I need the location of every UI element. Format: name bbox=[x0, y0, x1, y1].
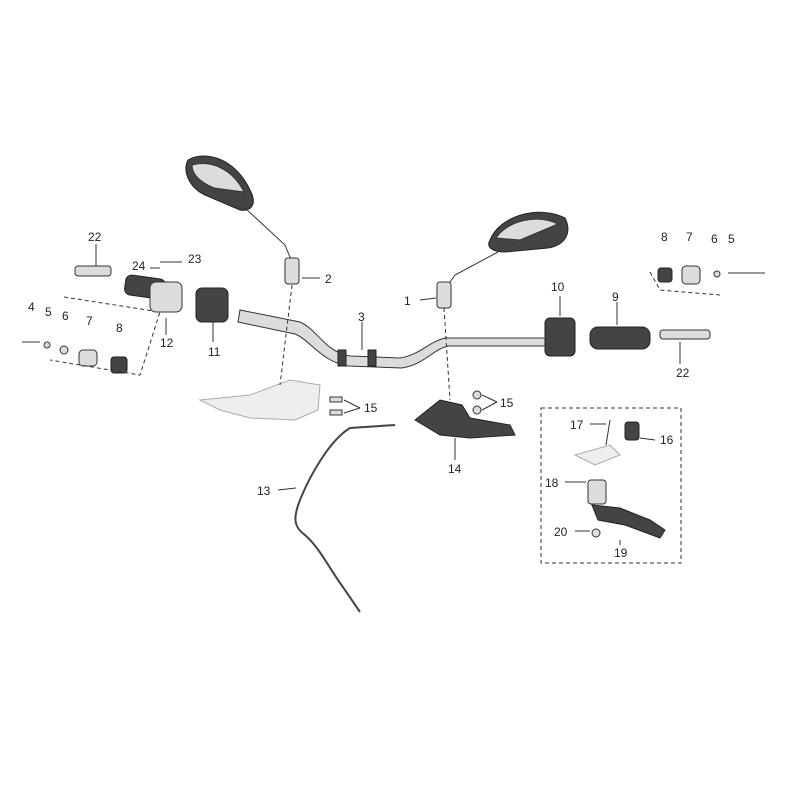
callout-6-right: 6 bbox=[711, 232, 718, 246]
callout-16: 16 bbox=[660, 433, 674, 447]
callout-5-left: 5 bbox=[45, 305, 52, 319]
callout-3: 3 bbox=[358, 310, 365, 324]
callout-17: 17 bbox=[570, 418, 584, 432]
clutch-cable-13 bbox=[294, 424, 396, 613]
callout-20: 20 bbox=[554, 525, 568, 539]
mirror-post-1 bbox=[436, 281, 452, 309]
callout-5-right: 5 bbox=[728, 232, 735, 246]
callout-8-left: 8 bbox=[116, 321, 123, 335]
lever-19 bbox=[591, 504, 666, 539]
bar-end-weight-22r bbox=[659, 329, 711, 340]
right-bar-end-parts bbox=[657, 265, 765, 285]
right-mirror bbox=[436, 211, 569, 309]
bar-end-weight-22 bbox=[74, 265, 112, 277]
callout-7-left: 7 bbox=[86, 314, 93, 328]
handlebar-3 bbox=[237, 309, 561, 369]
callout-22-left: 22 bbox=[88, 230, 102, 244]
callout-14: 14 bbox=[448, 462, 462, 476]
left-switch-housing-11 bbox=[195, 287, 229, 323]
callout-10: 10 bbox=[551, 280, 565, 294]
callout-23: 23 bbox=[188, 252, 202, 266]
callout-18: 18 bbox=[545, 476, 559, 490]
leader-lines bbox=[95, 244, 681, 545]
left-bar-end-parts bbox=[22, 341, 128, 374]
clutch-lever-ghost bbox=[198, 379, 321, 421]
callout-1: 1 bbox=[404, 294, 411, 308]
throttle-grip-12 bbox=[74, 265, 183, 313]
callout-2: 2 bbox=[325, 272, 332, 286]
brake-lever-14 bbox=[414, 399, 516, 439]
callout-7-right: 7 bbox=[686, 230, 693, 244]
callout-22-right: 22 bbox=[676, 366, 690, 380]
mirror-post-2 bbox=[284, 257, 300, 285]
callout-11: 11 bbox=[208, 345, 221, 359]
right-grip-9 bbox=[589, 326, 651, 350]
left-mirror bbox=[185, 155, 300, 285]
callout-13: 13 bbox=[257, 484, 271, 498]
callout-9: 9 bbox=[612, 290, 619, 304]
callout-19: 19 bbox=[614, 546, 628, 560]
callout-15-left: 15 bbox=[364, 401, 378, 415]
callout-15-right: 15 bbox=[500, 396, 514, 410]
callout-24: 24 bbox=[132, 259, 146, 273]
callout-12: 12 bbox=[160, 336, 174, 350]
detail-box bbox=[540, 407, 682, 564]
callout-8-right: 8 bbox=[661, 230, 668, 244]
callout-6-left: 6 bbox=[62, 309, 69, 323]
callout-4: 4 bbox=[28, 300, 35, 314]
right-switch-housing-10 bbox=[544, 317, 576, 357]
